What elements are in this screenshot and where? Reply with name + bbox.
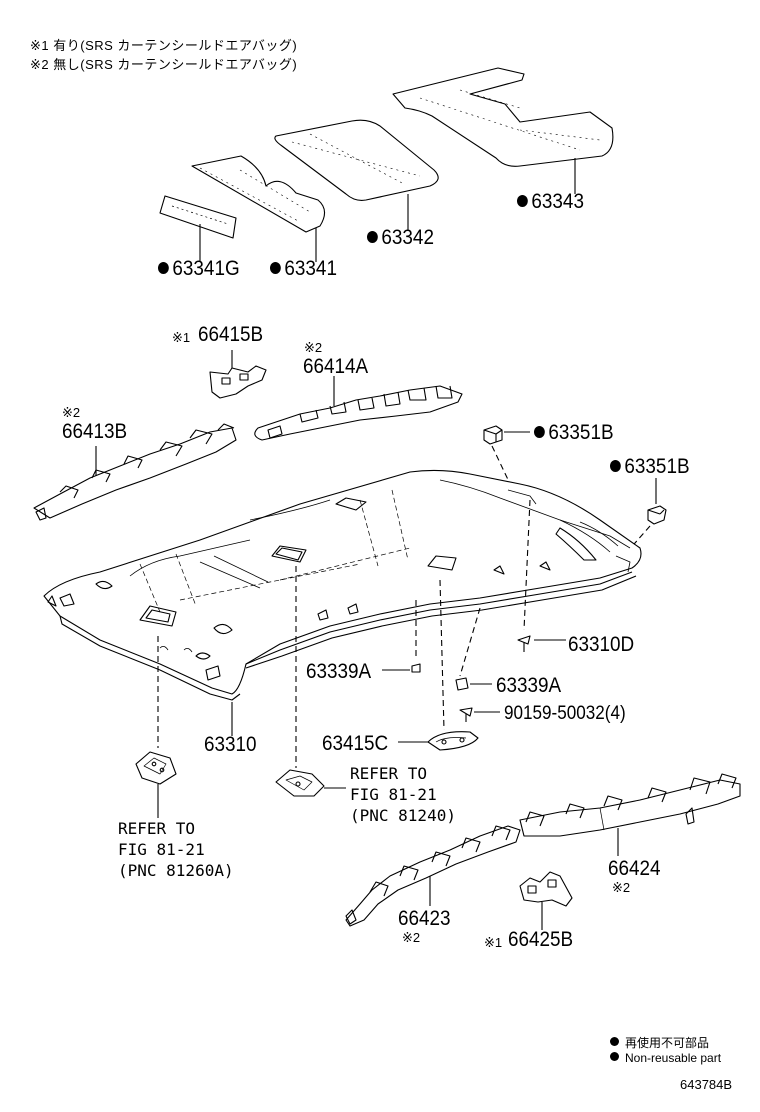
grip-63415c [427,731,479,751]
pad-63342 [274,119,439,201]
clip-63339a-b [455,677,469,691]
clip-63351b-b [647,505,667,525]
label-90159: 90159-50032(4) [504,703,626,724]
legend-en: Non-reusable part [610,1051,721,1065]
label-66423: 66423 [398,907,451,930]
bracket-66424 [519,773,741,837]
legend-text: 再使用不可部品 [625,1036,710,1050]
bracket-66423 [345,825,521,927]
part-number: 63341G [172,257,240,280]
non-reusable-dot-icon [367,231,378,243]
note-2: ※2 無し(SRS カーテンシールドエアバッグ) [30,57,298,72]
label-63351b-a: 63351B [534,421,614,445]
ref-line: REFER TO [118,819,196,838]
ref-line: FIG 81-21 [350,785,437,804]
note-1: ※1 有り(SRS カーテンシールドエアバッグ) [30,38,298,53]
label-66425b: 66425B [508,928,574,951]
non-reusable-dot-icon [517,195,528,207]
mark-66413b: ※2 [62,405,81,420]
clip-63351b-a [483,425,503,445]
bracket-66414a [254,385,463,441]
mark-66425b: ※1 [484,935,503,950]
label-63341: 63341 [270,257,337,281]
part-number: 63351B [548,421,614,444]
label-63339a-a: 63339A [306,660,372,683]
ref-center: REFER TO FIG 81-21 (PNC 81240) [350,763,456,826]
ref-line: (PNC 81260A) [118,861,234,880]
bracket-66415b [209,365,267,399]
non-reusable-dot-icon [270,262,281,274]
label-63343: 63343 [517,190,584,214]
label-66415b: 66415B [198,323,264,346]
legend-jp: 再使用不可部品 [610,1034,709,1051]
lamp-left [135,751,177,785]
label-63351b-b: 63351B [610,455,690,479]
screw-90159 [459,707,473,722]
screw-63310d [517,635,531,652]
pad-63341g [159,195,237,239]
non-reusable-dot-icon [610,1052,619,1061]
figure-id: 643784B [680,1077,733,1092]
part-number: 63343 [531,190,584,213]
label-66413b: 66413B [62,420,128,443]
bracket-66425b [519,871,573,907]
non-reusable-dot-icon [158,262,169,274]
label-63310d: 63310D [568,633,635,656]
ref-line: FIG 81-21 [118,840,205,859]
clip-63339a-a [411,663,421,673]
pad-63341 [191,155,326,233]
headliner-63310 [43,469,642,701]
mark-66415b: ※1 [172,330,191,345]
ref-line: REFER TO [350,764,428,783]
mark-66414a: ※2 [304,340,323,355]
part-number: 63341 [284,257,337,280]
mark-66424: ※2 [612,880,631,895]
label-63341g: 63341G [158,257,240,281]
non-reusable-dot-icon [610,460,621,472]
pad-63343 [392,67,614,167]
lamp-center [275,769,325,797]
label-66414a: 66414A [303,355,369,378]
non-reusable-dot-icon [610,1037,619,1046]
ref-left: REFER TO FIG 81-21 (PNC 81260A) [118,818,234,881]
label-63342: 63342 [367,226,434,250]
mark-66423: ※2 [402,930,421,945]
non-reusable-dot-icon [534,426,545,438]
ref-line: (PNC 81240) [350,806,456,825]
top-leaders [199,158,576,262]
part-number: 63351B [624,455,690,478]
bracket-66413b [33,423,237,521]
label-66424: 66424 [608,857,661,880]
legend-text: Non-reusable part [625,1051,722,1065]
label-63415c: 63415C [322,732,389,755]
part-number: 63342 [381,226,434,249]
label-63310: 63310 [204,733,257,756]
label-63339a-b: 63339A [496,674,562,697]
